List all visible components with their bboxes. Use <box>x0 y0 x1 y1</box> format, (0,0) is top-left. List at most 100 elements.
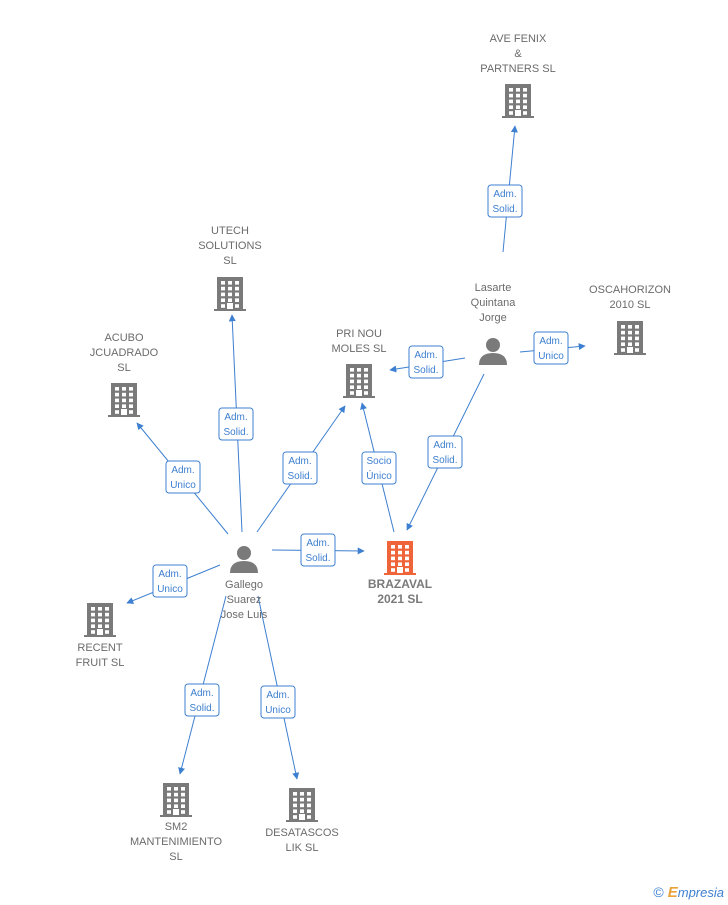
brand-logo-text: mpresia <box>677 885 724 900</box>
building-icon <box>502 84 534 118</box>
node-label: SOLUTIONS <box>198 240 262 252</box>
copyright-icon: © <box>653 884 664 900</box>
edge-label-box <box>487 184 523 218</box>
edge-lasarte-avefenix[interactable]: Adm. Solid. <box>487 125 523 253</box>
edge-label-text: Solid. <box>223 427 248 438</box>
edge-gallego-prinou[interactable]: Adm. Solid. <box>256 405 346 533</box>
node-label: FRUIT SL <box>76 657 125 669</box>
node-label: PARTNERS SL <box>480 63 555 75</box>
edge-gallego-acubo[interactable]: Adm. Unico <box>136 422 229 535</box>
edge-label-box <box>218 407 254 441</box>
edge-label-text: Adm. <box>493 189 516 200</box>
empresia-watermark: ©Empresia <box>653 884 724 901</box>
node-avefenix[interactable]: AVE FENIX&PARTNERS SL <box>480 33 556 118</box>
node-label: 2010 SL <box>610 299 651 311</box>
node-label: ACUBO <box>104 332 144 344</box>
node-label: LIK SL <box>285 842 318 854</box>
building-icon <box>384 541 416 575</box>
edge-label-box <box>427 435 463 469</box>
node-label: MOLES SL <box>331 343 386 355</box>
node-label: Gallego <box>225 579 263 591</box>
edge-lasarte-prinou[interactable]: Adm. Solid. <box>389 345 466 379</box>
node-label: Quintana <box>471 297 517 309</box>
edge-lasarte-oscahorizon[interactable]: Adm. Unico <box>519 331 586 365</box>
building-icon <box>286 788 318 822</box>
building-icon <box>343 364 375 398</box>
edge-label-text: Adm. <box>414 350 437 361</box>
node-label: Lasarte <box>475 282 512 294</box>
edge-label-text: Adm. <box>158 569 181 580</box>
edge-label-text: Adm. <box>433 440 456 451</box>
edge-gallego-recent[interactable]: Adm.Unico <box>126 564 221 604</box>
edge-label-text: Unico <box>538 351 564 362</box>
building-icon <box>84 603 116 637</box>
brand-logo-initial: E <box>667 884 678 901</box>
edges-layer: Adm.Solid.Adm.Solid.Adm.UnicoAdm.Solid.A… <box>126 125 586 780</box>
node-label: RECENT <box>77 642 123 654</box>
edge-label-text: Adm. <box>171 465 194 476</box>
edge-label-text: Adm. <box>288 456 311 467</box>
edge-gallego-brazaval[interactable]: Adm. Solid. <box>271 533 365 567</box>
node-label: SL <box>117 362 130 374</box>
node-label: MANTENIMIENTO <box>130 836 223 848</box>
building-icon <box>214 277 246 311</box>
edge-label-text: Adm. <box>224 412 247 423</box>
edge-label-text: Solid. <box>189 703 214 714</box>
edge-label-text: Solid. <box>492 204 517 215</box>
building-icon <box>614 321 646 355</box>
node-acubo[interactable]: ACUBO JCUADRADO SL <box>90 332 159 417</box>
node-label: SL <box>223 255 236 267</box>
edge-label-box <box>184 683 220 717</box>
edge-label-box <box>300 533 336 567</box>
node-label: BRAZAVAL <box>368 577 432 591</box>
building-icon <box>160 783 192 817</box>
edge-label-box <box>533 331 569 365</box>
edge-label-box <box>282 451 318 485</box>
node-label: Jorge <box>479 312 507 324</box>
edge-label-text: Solid. <box>432 455 457 466</box>
node-label: OSCAHORIZON <box>589 284 671 296</box>
edge-label-text: Único <box>366 469 392 482</box>
node-label: PRI NOU <box>336 328 382 340</box>
edge-label-text: Solid. <box>413 365 438 376</box>
edge-label-text: Unico <box>170 480 196 491</box>
edge-label-box <box>408 345 444 379</box>
edge-label-text: Adm. <box>190 688 213 699</box>
edge-gallego-sm2[interactable]: Adm. Solid. <box>178 595 227 775</box>
edge-label-box <box>361 451 397 485</box>
node-prinou[interactable]: PRI NOU MOLES SL <box>331 328 387 398</box>
node-label: Suarez <box>227 594 262 606</box>
person-icon <box>230 546 258 573</box>
node-label: JCUADRADO <box>90 347 159 359</box>
node-utech[interactable]: UTECH SOLUTIONS SL <box>198 225 262 311</box>
node-label: 2021 SL <box>377 592 422 606</box>
edge-gallego-desatascos[interactable]: Adm. Unico <box>257 595 300 780</box>
node-label: SL <box>169 851 182 863</box>
edge-label-box <box>260 685 296 719</box>
edge-label-text: Socio <box>366 456 391 467</box>
edge-label-box <box>165 460 201 494</box>
edge-label-text: Solid. <box>305 553 330 564</box>
edge-label-text: Unico <box>265 705 291 716</box>
edge-label-text: Solid. <box>287 471 312 482</box>
node-label: UTECH <box>211 225 249 237</box>
building-icon <box>108 383 140 417</box>
node-label: SM2 <box>165 821 188 833</box>
node-recent[interactable]: RECENT FRUIT SL <box>76 603 125 669</box>
edge-gallego-utech[interactable]: Adm. Solid. <box>218 314 254 533</box>
edge-label-box <box>152 564 188 598</box>
edge-label-text: Adm. <box>266 690 289 701</box>
edge-label-text: Adm. <box>539 336 562 347</box>
node-oscahorizon[interactable]: OSCAHORIZON 2010 SL <box>589 284 671 355</box>
edge-lasarte-brazaval[interactable]: Adm. Solid. <box>406 373 485 531</box>
node-label: & <box>514 48 522 60</box>
edge-label-text: Adm. <box>306 538 329 549</box>
